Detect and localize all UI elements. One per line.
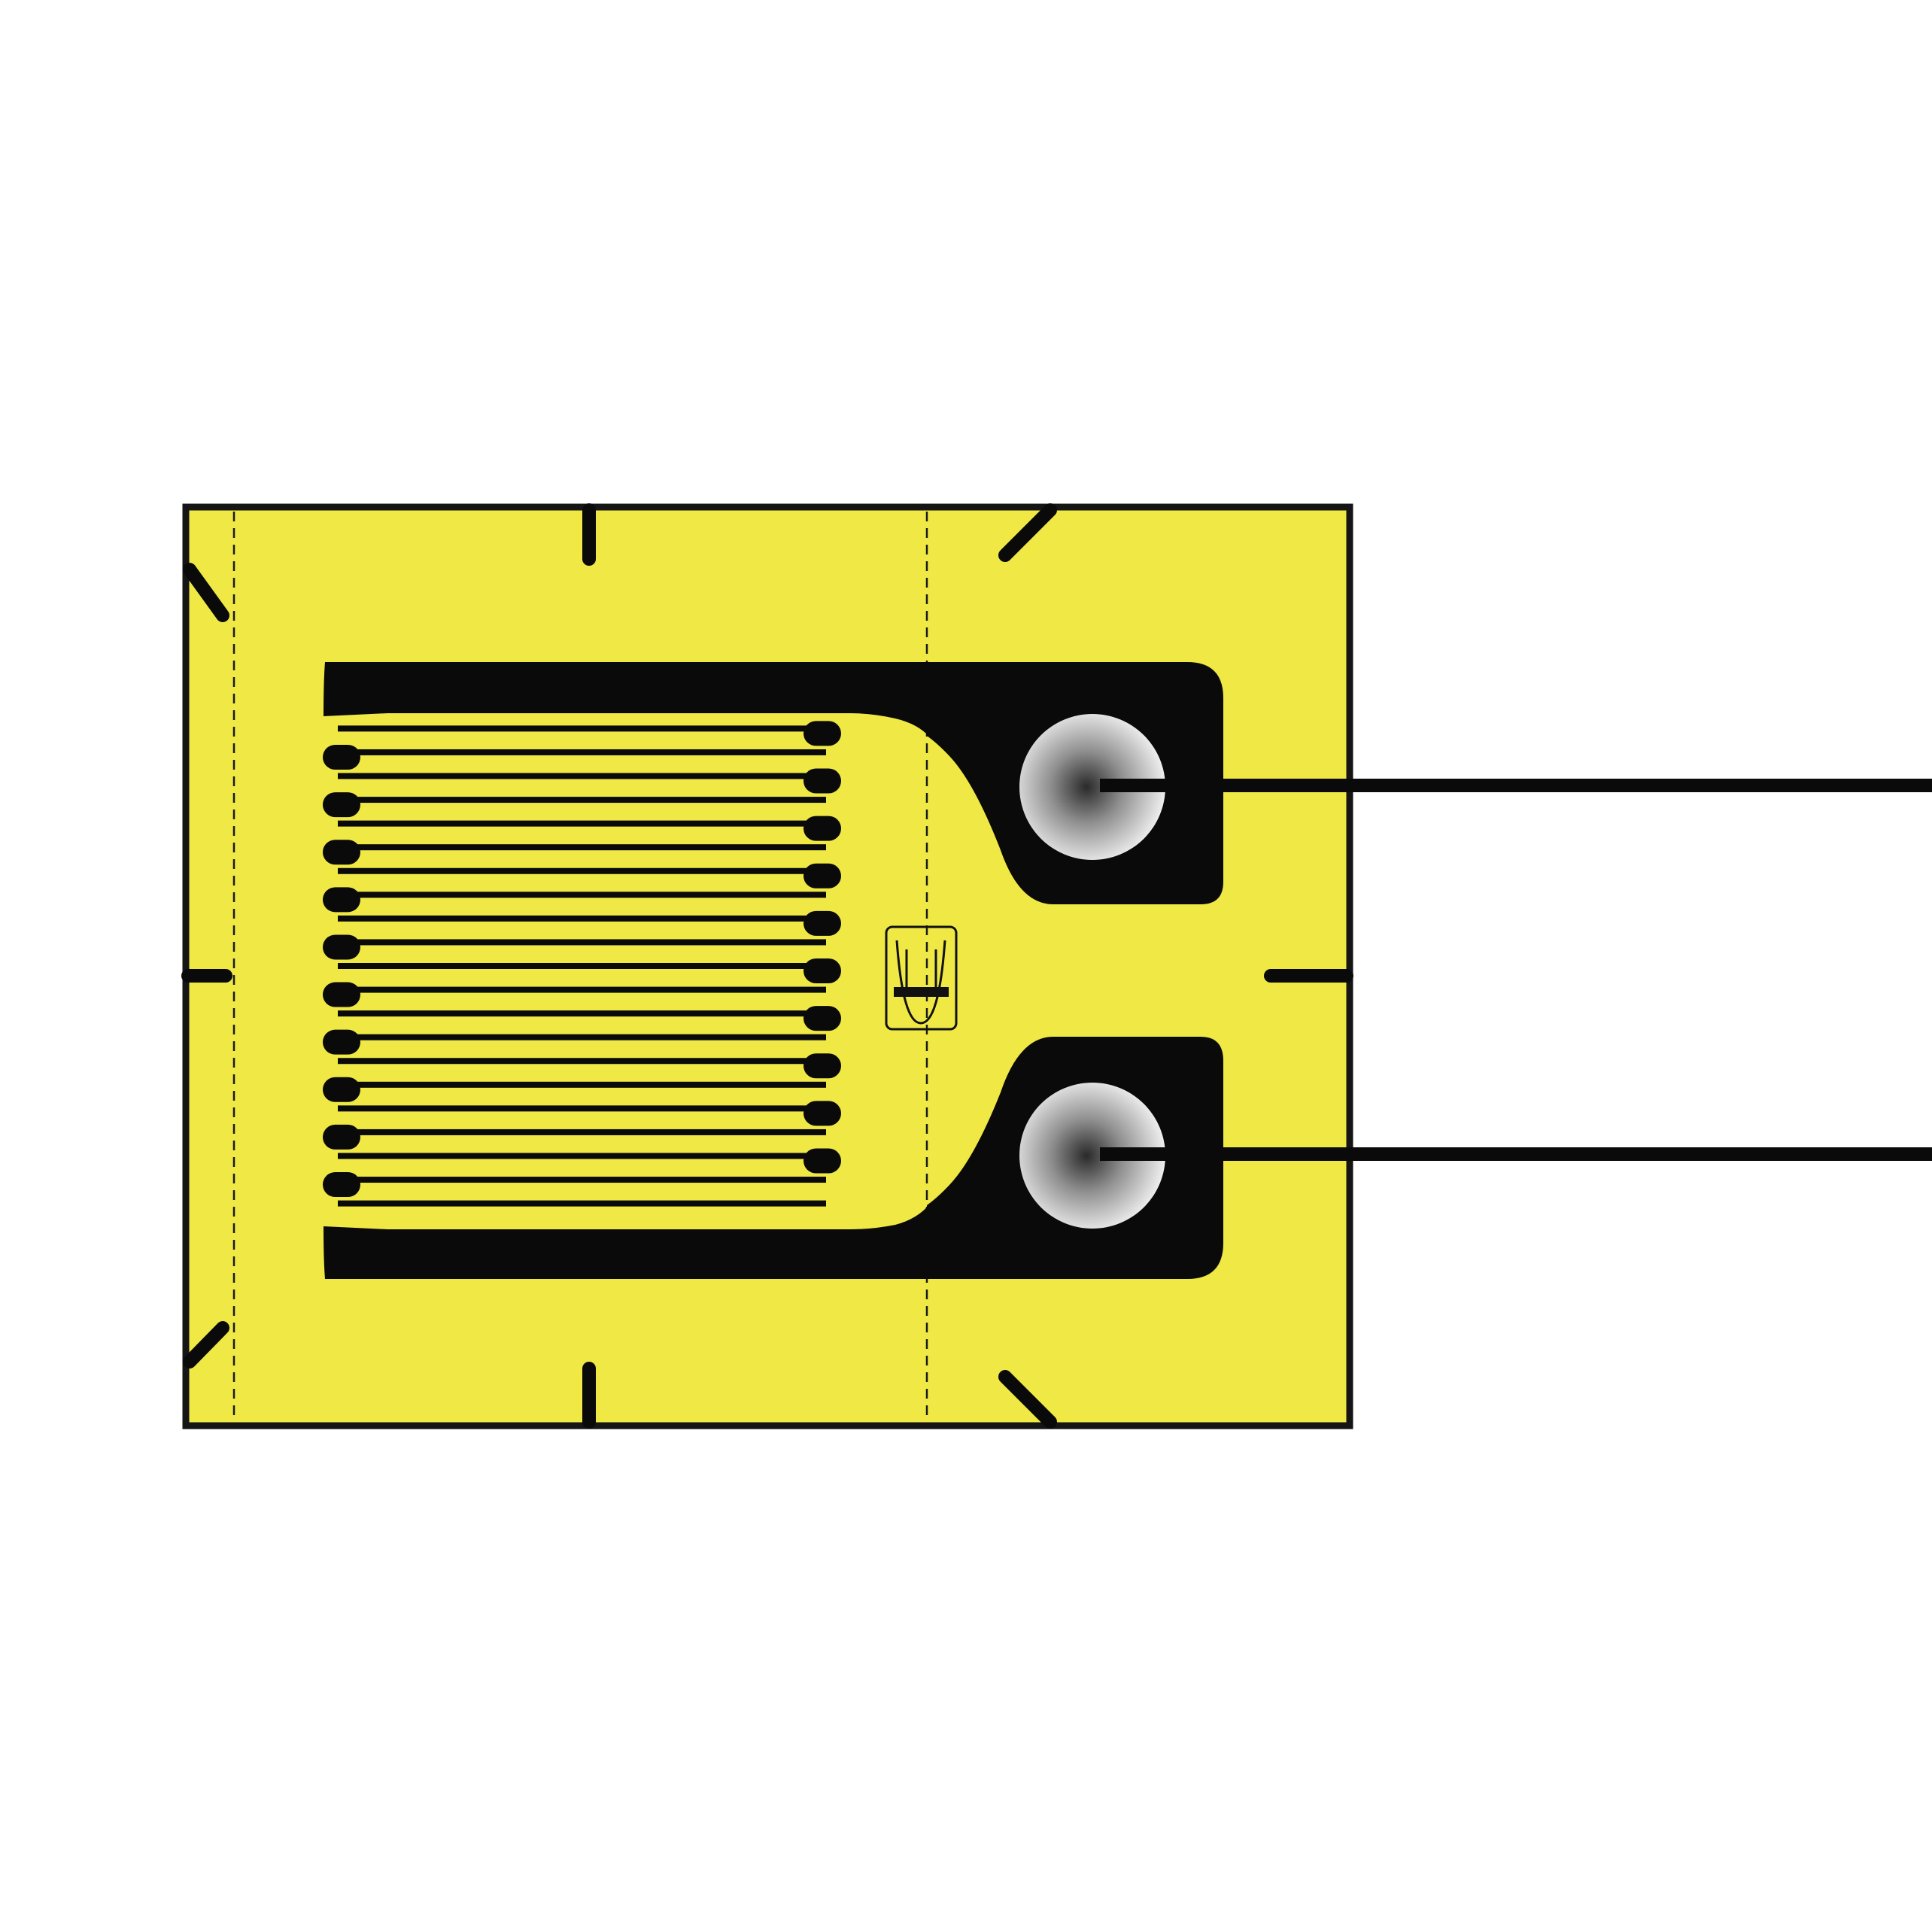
grid-connectors <box>324 662 930 1279</box>
lead-wires <box>1100 779 1932 1161</box>
grid-end-loop-left <box>323 840 360 865</box>
grid-end-loop-right <box>803 721 841 746</box>
grid-end-loop-right <box>803 1148 841 1174</box>
grid-line <box>338 986 826 993</box>
upper-connector <box>324 662 930 737</box>
grid-line <box>338 749 826 755</box>
grid-end-loop-left <box>323 982 360 1007</box>
grid-end-loop-right <box>803 1053 841 1079</box>
grid-line <box>338 1081 826 1088</box>
grid-line <box>338 1129 826 1135</box>
grid-end-loop-left <box>323 934 360 960</box>
grid-line <box>338 1058 826 1065</box>
grid-end-loop-right <box>803 863 841 889</box>
grid-line <box>338 1010 826 1017</box>
alignment-marks <box>181 503 1353 1429</box>
foil-grid <box>323 721 841 1207</box>
lower-solder-pad <box>1019 1083 1165 1229</box>
grid-line <box>338 1200 826 1207</box>
lower-connector <box>324 1204 930 1279</box>
alignment-mark-icon <box>183 1321 229 1368</box>
grid-line <box>338 939 826 946</box>
grid-end-loop-left <box>323 1124 360 1150</box>
grid-end-loop-right <box>803 910 841 936</box>
grid-line <box>338 1177 826 1183</box>
grid-line <box>338 820 826 827</box>
grid-line <box>338 915 826 922</box>
grid-end-loop-left <box>323 1029 360 1055</box>
grid-line <box>338 773 826 779</box>
alignment-mark-icon <box>998 1370 1057 1429</box>
grid-line <box>338 1105 826 1112</box>
grid-end-loop-right <box>803 1101 841 1126</box>
grid-line <box>338 867 826 874</box>
grid-end-loop-left <box>323 744 360 770</box>
grid-line <box>338 963 826 969</box>
grid-end-loop-left <box>323 887 360 913</box>
grid-line <box>338 844 826 851</box>
grid-line <box>338 1153 826 1159</box>
grid-line <box>338 725 826 732</box>
grid-end-loop-right <box>803 958 841 983</box>
grid-end-loop-left <box>323 1172 360 1198</box>
grid-line <box>338 797 826 803</box>
alignment-mark-icon <box>183 563 229 622</box>
grid-end-loop-right <box>803 1006 841 1031</box>
upper-solder-pad <box>1019 714 1165 860</box>
solder-pads <box>1019 714 1165 1229</box>
manufacturer-logo-icon <box>885 925 958 1031</box>
grid-end-loop-left <box>323 1077 360 1102</box>
alignment-mark-icon <box>998 503 1057 562</box>
grid-line <box>338 892 826 898</box>
grid-end-loop-right <box>803 768 841 794</box>
grid-line <box>338 1034 826 1040</box>
grid-end-loop-left <box>323 792 360 818</box>
grid-end-loop-right <box>803 816 841 841</box>
